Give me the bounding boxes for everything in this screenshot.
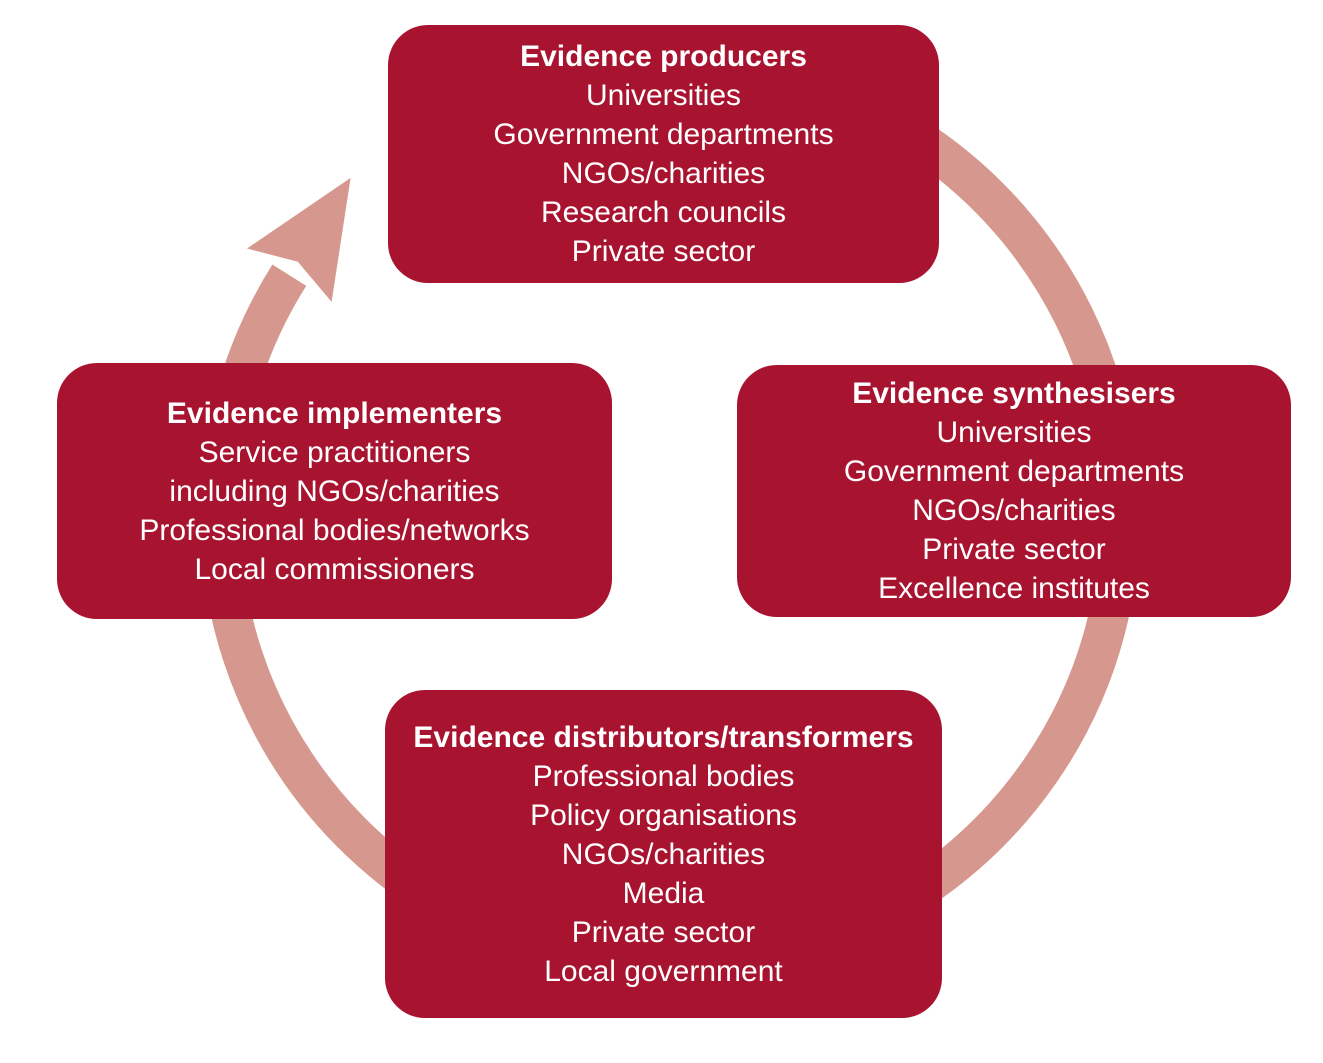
node-title: Evidence producers [520,40,807,73]
node-title: Evidence distributors/transformers [413,720,914,754]
node-title: Evidence implementers [166,396,503,430]
node-item: NGOs/charities [561,837,766,871]
node-item: NGOs/charities [912,494,1116,527]
node-item: Universities [585,79,742,112]
node-evidence-distributors-transformers: Evidence distributors/transformers Profe… [385,690,942,1018]
node-item: Policy organisations [530,798,797,832]
node-item: Service practitioners [198,435,471,469]
node-evidence-implementers: Evidence implementers Service practition… [57,363,612,619]
node-item: Private sector [571,235,756,268]
node-item: Private sector [571,915,756,949]
node-item-list: Service practitioners including NGOs/char… [67,433,602,589]
node-item: Government departments [843,455,1185,488]
node-item: Excellence institutes [878,572,1150,605]
node-item: including NGOs/charities [169,474,500,508]
node-item: Professional bodies [532,759,795,793]
node-item: Private sector [922,533,1106,566]
node-item: Professional bodies/networks [139,513,530,547]
node-title: Evidence synthesisers [852,377,1176,410]
node-item: Local government [544,954,783,988]
node-item: NGOs/charities [561,157,766,190]
cycle-arrow-head-icon [247,177,351,302]
node-item: Local commissioners [194,552,475,586]
node-item: Universities [936,416,1092,449]
node-item: Research councils [540,196,787,229]
node-item: Government departments [493,118,834,151]
node-item: Media [622,876,705,910]
